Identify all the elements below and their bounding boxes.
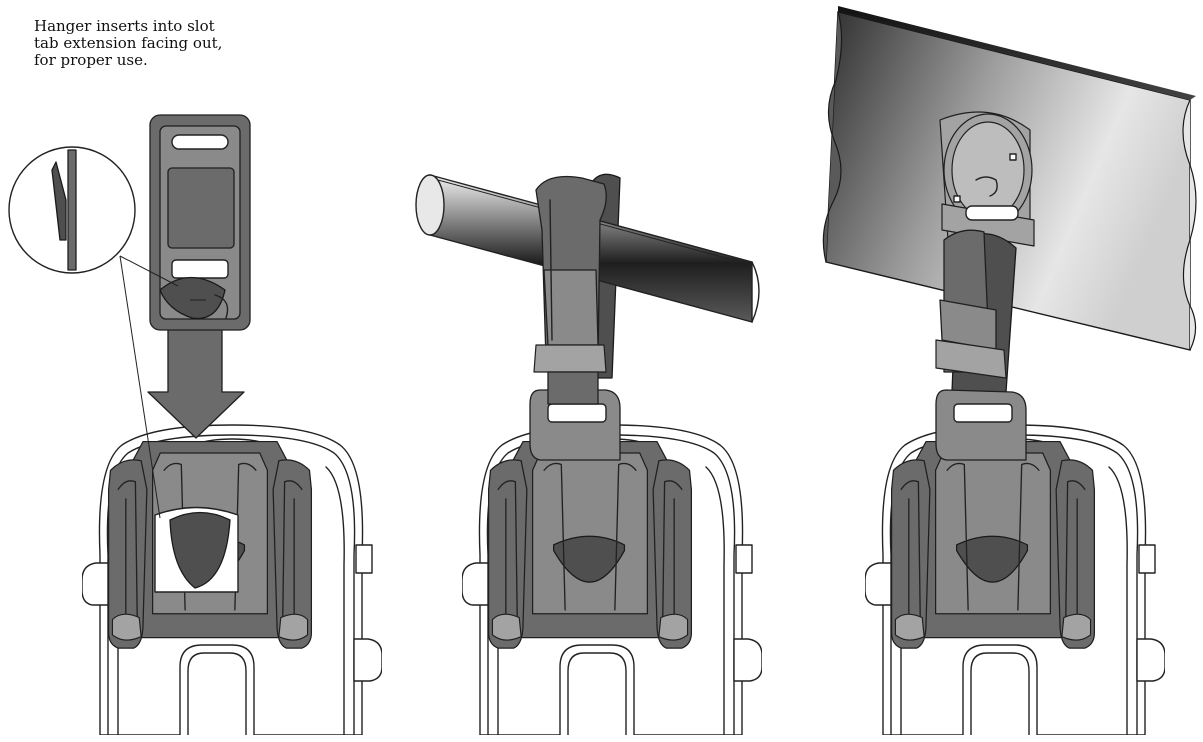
instruction-caption: Hanger inserts into slot tab extension f…	[34, 18, 294, 69]
strap-buckle	[529, 371, 621, 461]
caption-line-1: Hanger inserts into slot	[34, 17, 215, 35]
holster-2	[487, 440, 693, 649]
velcro-strap-3	[935, 229, 1017, 393]
magnet-hanger	[939, 111, 1035, 247]
half-moon-shape	[169, 511, 231, 589]
detail-magnifier	[8, 146, 179, 519]
caption-line-3: for proper use.	[34, 51, 148, 69]
strap-buckle-3	[935, 389, 1027, 461]
insert-arrow-icon	[147, 314, 245, 439]
panel-strap-on-pipe	[415, 173, 762, 735]
caption-line-2: tab extension facing out,	[34, 34, 223, 52]
magnet-icon	[975, 176, 998, 197]
panel-insert-hanger	[8, 114, 382, 735]
holster-3	[890, 440, 1096, 649]
velcro-strap	[533, 175, 607, 373]
magnetic-hanger	[149, 114, 251, 331]
panel-magnet-on-panel	[822, 6, 1197, 735]
